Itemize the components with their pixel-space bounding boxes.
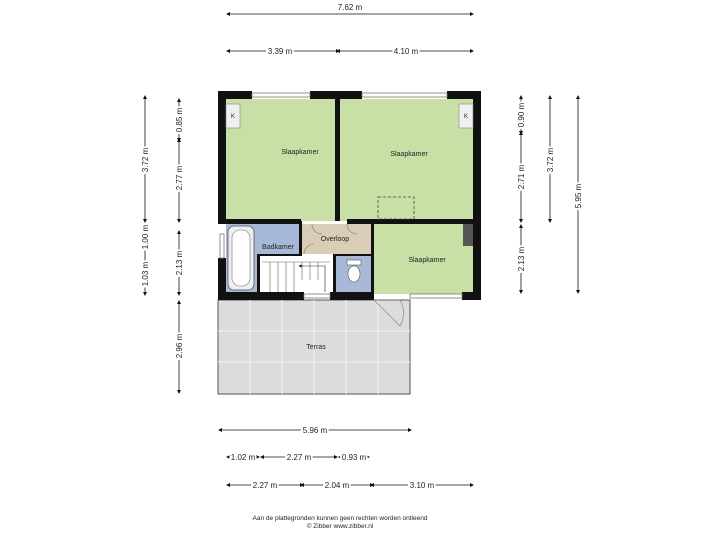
bedroom-3	[374, 224, 473, 294]
room-label-bedroom-1: Slaapkamer	[281, 149, 319, 156]
disclaimer-text: Aan de plattegronden kunnen geen rechten…	[252, 515, 428, 522]
terrace	[217, 299, 411, 395]
closet-label-left: K	[231, 114, 235, 120]
room-label-terrace: Terras	[306, 344, 326, 351]
staircase	[262, 261, 330, 292]
dim-bottom-a1: 1.02 m	[231, 453, 256, 462]
room-label-landing: Overloop	[321, 236, 350, 243]
room-label-bathroom: Badkamer	[262, 244, 295, 251]
bedroom-1	[226, 99, 335, 221]
toilet	[346, 259, 362, 283]
room-label-bedroom-2: Slaapkamer	[390, 151, 428, 158]
dim-left-inner-1: 0.85 m	[175, 107, 184, 132]
dim-left-outer-2: 1.03 m	[141, 261, 150, 286]
walls	[218, 91, 481, 300]
closets	[225, 103, 474, 129]
doors	[303, 223, 404, 327]
dim-right-inner-1: 0.90 m	[517, 102, 526, 127]
dim-bottom-total: 5.96 m	[303, 426, 328, 435]
dim-top-right: 4.10 m	[394, 47, 419, 56]
dim-left-inner-4: 2.13 m	[175, 250, 184, 275]
dim-right-inner-3: 2.13 m	[517, 246, 526, 271]
dimension-lines	[143, 12, 580, 487]
dim-right-inner-2: 2.71 m	[517, 164, 526, 189]
copyright-text: © Zibber www.zibber.nl	[306, 523, 374, 530]
footer-disclaimer: Aan de plattegronden kunnen geen rechten…	[0, 515, 680, 531]
dim-bottom-a3: 0.93 m	[342, 453, 367, 462]
dim-bottom-b1: 2.27 m	[253, 481, 278, 490]
dim-right-total: 5.95 m	[574, 183, 583, 208]
attic-hatch	[377, 196, 415, 220]
bedroom-2	[340, 99, 473, 221]
room-label-bedroom-3: Slaapkamer	[408, 257, 446, 264]
dim-right-mid: 3.72 m	[546, 147, 555, 172]
dim-left-inner-3: 1.00 m	[141, 224, 150, 249]
windows	[219, 92, 463, 299]
bathtub	[227, 225, 255, 291]
dim-top-left: 3.39 m	[268, 47, 293, 56]
dim-top-total: 7.62 m	[338, 3, 363, 12]
dim-bottom-a2: 2.27 m	[287, 453, 312, 462]
stair-area	[259, 256, 332, 294]
dim-left-outer-1: 3.72 m	[141, 147, 150, 172]
dim-left-terrace: 2.96 m	[175, 333, 184, 358]
dimension-labels: 7.62 m 3.39 m 4.10 m 3.72 m 1.03 m 0.85 …	[139, 3, 585, 492]
dim-left-inner-2: 2.77 m	[175, 165, 184, 190]
closet-label-right: K	[464, 114, 468, 120]
dim-bottom-b2: 2.04 m	[325, 481, 350, 490]
dim-bottom-b3: 3.10 m	[410, 481, 435, 490]
